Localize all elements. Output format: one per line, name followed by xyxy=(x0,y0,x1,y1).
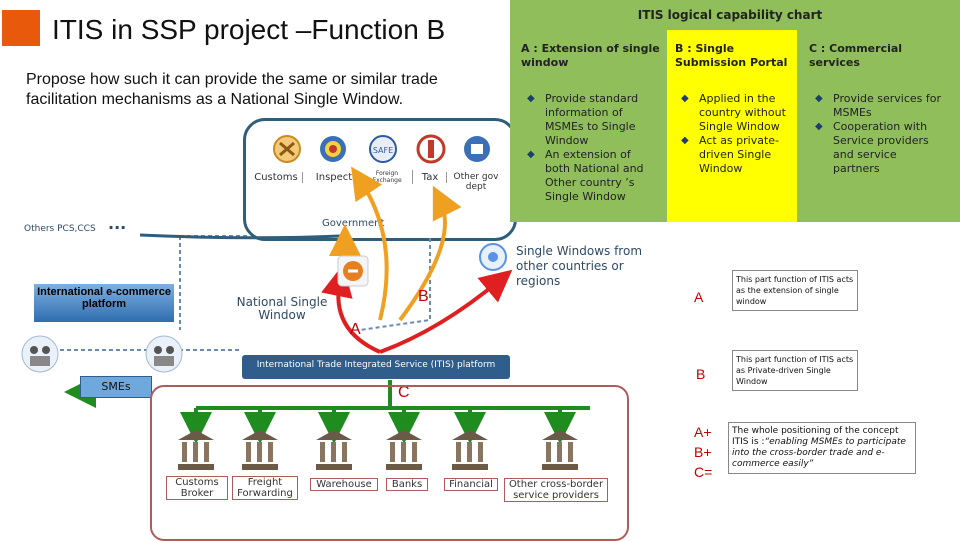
service-label-customs-broker: Customs Broker xyxy=(166,476,228,500)
government-caption: Government xyxy=(322,218,385,229)
inspection-emblem-icon xyxy=(318,134,348,168)
bank-building-icon xyxy=(314,428,354,476)
safe-logo-icon: SAFE xyxy=(368,134,398,168)
others-label: Others PCS,CCS xyxy=(24,224,96,234)
gov-label-tax: Tax xyxy=(414,172,447,183)
chart-column-a-bullet: Provide standard information of MSMEs to… xyxy=(523,92,657,148)
bank-building-icon xyxy=(240,428,280,476)
note-sum-line: B+ xyxy=(694,444,712,460)
chart-column-b-bullet: Applied in the country without Single Wi… xyxy=(677,92,791,134)
title-accent-square xyxy=(2,10,40,46)
others-ellipsis: ... xyxy=(108,214,127,233)
orange-arrow xyxy=(398,185,462,322)
chart-column-c: C : Commercial services Provide services… xyxy=(801,30,949,222)
chart-column-a-header: A : Extension of single window xyxy=(521,42,660,69)
chart-column-c-header: C : Commercial services xyxy=(809,42,903,69)
chart-column-b-bullet: Act as private-driven Single Window xyxy=(677,134,791,176)
chart-column-a: A : Extension of single window Provide s… xyxy=(513,30,663,222)
note-sum-line: C= xyxy=(694,464,713,480)
chart-column-c-bullet: Provide services for MSMEs xyxy=(811,92,943,120)
note-positioning-text: The whole positioning of the concept ITI… xyxy=(728,422,916,474)
note-sum-line: A+ xyxy=(694,424,712,440)
international-ecommerce-platform-box: International e-commerce platform xyxy=(34,284,174,322)
red-arrow-a xyxy=(321,264,381,354)
orange-arrow xyxy=(351,166,389,321)
other-single-windows-label: Single Windows from other countries or r… xyxy=(516,244,643,288)
itis-platform-label: International Trade Integrated Service (… xyxy=(256,360,496,370)
service-label-freight-forwarding: Freight Forwarding xyxy=(232,476,298,500)
chart-column-c-bullet: Cooperation with Service providers and s… xyxy=(811,120,943,176)
chart-column-b-header: B : Single Submission Portal xyxy=(675,42,788,69)
page-subtitle: Propose how such it can provide the same… xyxy=(26,71,438,108)
note-positioning-prefix: The whole positioning of the concept ITI… xyxy=(732,426,899,447)
united-nations-icon xyxy=(476,242,510,276)
tax-emblem-icon xyxy=(416,134,446,168)
note-letter-a: A xyxy=(694,289,704,305)
national-single-window-label: National Single Window xyxy=(236,295,328,322)
note-positioning-quote: “enabling MSMEs to participate into the … xyxy=(732,437,906,469)
note-letter-b: B xyxy=(696,366,706,382)
chart-column-b: B : Single Submission Portal Applied in … xyxy=(667,30,797,222)
itis-platform-bar xyxy=(242,355,510,379)
chart-column-a-bullet: An extension of both National and Other … xyxy=(523,148,657,204)
service-label-banks: Banks xyxy=(386,478,428,491)
note-sum-letters: A+ B+ C= xyxy=(694,422,712,482)
gov-label-other: Other gov dept xyxy=(453,172,499,192)
national-single-window-icon xyxy=(336,254,370,292)
service-label-other-providers: Other cross-border service providers xyxy=(504,478,608,502)
bank-building-icon xyxy=(176,428,216,476)
diagram-label-c: C xyxy=(398,384,410,401)
note-a-text: This part function of ITIS acts as the e… xyxy=(732,270,858,311)
gov-dept-icon xyxy=(462,134,492,168)
svg-text:SAFE: SAFE xyxy=(373,146,393,155)
diagram-label-b: B xyxy=(418,288,429,305)
bank-building-icon xyxy=(384,428,424,476)
red-arrow-b xyxy=(379,269,513,354)
ecommerce-people-icon xyxy=(20,334,60,378)
bank-building-icon xyxy=(540,428,580,476)
bank-building-icon xyxy=(450,428,490,476)
gov-label-foreign-exchange: Foreign Exchange xyxy=(362,170,413,184)
dashed-connector xyxy=(359,238,431,331)
service-label-financial: Financial xyxy=(444,478,498,491)
diagram-label-a: A xyxy=(350,321,361,338)
customs-emblem-icon xyxy=(272,134,302,168)
gov-link-line xyxy=(139,233,341,240)
capability-chart-title: ITIS logical capability chart xyxy=(637,8,823,22)
gov-label-customs: Customs xyxy=(250,172,303,183)
note-b-text: This part function of ITIS acts as Priva… xyxy=(732,350,858,391)
page-title: ITIS in SSP project –Function B xyxy=(52,14,446,45)
smes-box: SMEs xyxy=(80,376,152,398)
service-label-warehouse: Warehouse xyxy=(310,478,378,491)
merchants-people-icon xyxy=(144,334,184,378)
